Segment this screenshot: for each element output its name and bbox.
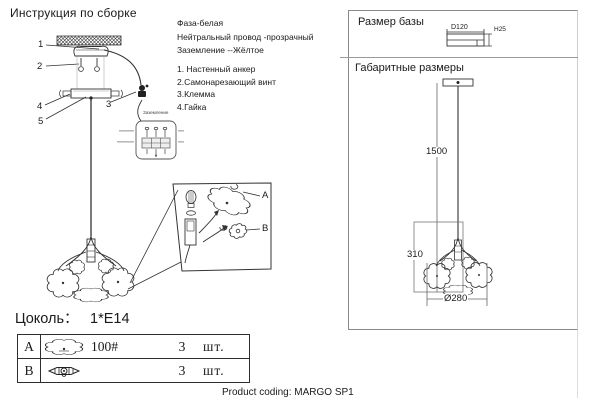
- part-item-2: 2.Самонарезающий винт: [177, 76, 277, 87]
- dim-base-diameter: D120: [451, 24, 468, 31]
- lamp-socket: [184, 218, 197, 246]
- base-size-heading: Размер базы: [358, 16, 424, 28]
- row-spec: 100#: [91, 338, 118, 354]
- screw-right: [94, 58, 100, 72]
- ceiling-hatch: [56, 35, 122, 46]
- ornament-detail: [227, 221, 249, 241]
- row-letter: B: [18, 359, 41, 382]
- callout-5: 5: [38, 116, 44, 127]
- callout-3: 3: [106, 99, 112, 110]
- row-qty: 3: [178, 338, 186, 354]
- part-item-4: 4.Гайка: [177, 101, 207, 112]
- dim-drop-1500: 1500: [425, 146, 449, 157]
- ground-detail-label: Заземление: [143, 110, 169, 115]
- supply-wire: [103, 49, 142, 86]
- callout-4: 4: [37, 101, 43, 112]
- wiring-ground: Заземление --Жёлтое: [177, 45, 264, 55]
- mounting-bracket: [73, 45, 109, 57]
- page-title: Инструкция по сборке: [10, 6, 137, 20]
- flower-shade-icon: [41, 338, 91, 356]
- table-row-b: B 3 шт.: [18, 358, 249, 382]
- side-bolt-right: [110, 89, 123, 98]
- pendant-lamp-drawing: [46, 99, 135, 303]
- ornament-bead-icon: [41, 363, 91, 379]
- detail-label-a: A: [262, 190, 269, 201]
- side-bolt-left: [59, 89, 72, 98]
- screw-left: [78, 58, 84, 72]
- overall-size-heading: Габаритные размеры: [355, 62, 464, 74]
- row-unit: шт.: [203, 338, 225, 354]
- dim-base-height: H25: [494, 26, 506, 34]
- page-edge-line: [577, 330, 578, 398]
- row-unit: шт.: [203, 362, 225, 378]
- terminal-connector: [138, 84, 149, 97]
- product-coding: Product coding: MARGO SP1: [222, 387, 354, 398]
- socket-value: 1*E14: [90, 311, 130, 327]
- dimensions-panel: [348, 10, 578, 330]
- row-letter: A: [18, 335, 41, 358]
- base-size-diagram: [446, 29, 492, 47]
- parts-table: A 100# 3 шт. B: [17, 334, 250, 383]
- detail-label-b: B: [262, 223, 269, 234]
- wiring-neutral: Нейтральный провод -прозрачный: [177, 31, 314, 42]
- part-item-1: 1. Настенный анкер: [177, 64, 256, 74]
- flower-shade-detail: [204, 181, 254, 221]
- panel-divider: [340, 57, 578, 58]
- wiring-phase: Фаза-белая: [177, 18, 224, 28]
- callout-2: 2: [37, 61, 43, 72]
- assembly-diagram: [44, 35, 272, 303]
- dim-diameter-280: Ø280: [443, 293, 469, 304]
- grounding-detail-box: [117, 120, 184, 160]
- dim-body-310: 310: [406, 249, 424, 260]
- socket-label: Цоколь：: [15, 311, 79, 327]
- shade-detail-box: [172, 181, 272, 272]
- row-qty: 3: [178, 362, 186, 378]
- part-item-3: 3.Клемма: [177, 89, 216, 99]
- micro-labels: [117, 130, 184, 143]
- callout-1: 1: [38, 39, 44, 50]
- table-row-a: A 100# 3 шт.: [18, 335, 249, 358]
